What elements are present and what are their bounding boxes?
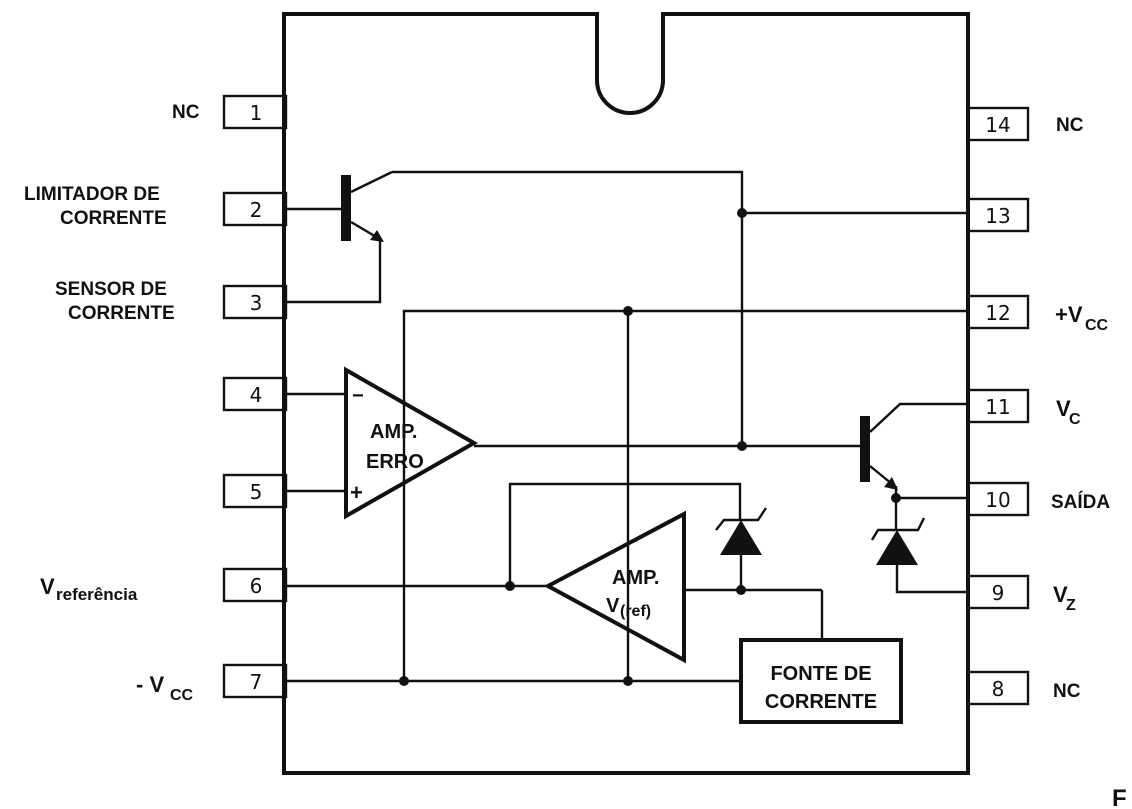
svg-text:+V: +V bbox=[1055, 302, 1083, 327]
svg-text:7: 7 bbox=[250, 670, 263, 694]
label-nc-pin14: NC bbox=[1056, 115, 1084, 136]
pin-11: 11 bbox=[966, 388, 1030, 424]
pin-12: 12 bbox=[966, 294, 1030, 330]
label-vreferencia: V referência bbox=[40, 574, 138, 604]
svg-text:(ref): (ref) bbox=[620, 603, 651, 620]
svg-text:1: 1 bbox=[250, 101, 263, 125]
svg-text:Z: Z bbox=[1066, 597, 1076, 614]
ic-package-outline bbox=[282, 12, 970, 775]
svg-text:6: 6 bbox=[250, 574, 263, 598]
label-sensor-line2: CORRENTE bbox=[68, 303, 175, 324]
error-amplifier: AMP. ERRO − + bbox=[344, 366, 479, 520]
pin-1: 1 bbox=[222, 94, 288, 130]
current-limit-transistor bbox=[341, 170, 393, 242]
label-vc: V C bbox=[1056, 396, 1081, 428]
svg-text:AMP.: AMP. bbox=[612, 567, 659, 589]
svg-text:referência: referência bbox=[56, 585, 138, 604]
svg-text:V: V bbox=[606, 595, 620, 617]
label-plus-vcc: +V CC bbox=[1055, 302, 1109, 334]
svg-text:V: V bbox=[40, 574, 55, 599]
svg-text:12: 12 bbox=[985, 301, 1010, 325]
pin-13: 13 bbox=[966, 197, 1030, 233]
label-nc-pin1: NC bbox=[172, 102, 200, 123]
svg-text:10: 10 bbox=[985, 488, 1010, 512]
svg-text:CC: CC bbox=[170, 687, 194, 704]
svg-text:C: C bbox=[1069, 411, 1081, 428]
svg-text:2: 2 bbox=[250, 198, 263, 222]
output-transistor bbox=[860, 402, 968, 490]
label-saida: SAÍDA bbox=[1051, 491, 1110, 513]
svg-text:9: 9 bbox=[992, 581, 1005, 605]
svg-text:11: 11 bbox=[985, 395, 1010, 419]
pin-10: 10 bbox=[966, 481, 1030, 517]
svg-text:CORRENTE: CORRENTE bbox=[765, 691, 877, 713]
label-limitador-line1: LIMITADOR DE bbox=[24, 184, 160, 205]
current-source-block: FONTE DE CORRENTE bbox=[739, 638, 903, 724]
svg-text:CC: CC bbox=[1085, 317, 1109, 334]
svg-text:ERRO: ERRO bbox=[366, 451, 424, 473]
pin-3: 3 bbox=[222, 284, 288, 320]
reference-zener bbox=[508, 482, 767, 590]
svg-text:5: 5 bbox=[250, 480, 263, 504]
label-nc-pin8: NC bbox=[1053, 681, 1081, 702]
svg-text:V: V bbox=[1056, 396, 1071, 421]
svg-text:+: + bbox=[350, 480, 363, 505]
pin-14: 14 bbox=[966, 106, 1030, 142]
svg-text:14: 14 bbox=[985, 113, 1010, 137]
label-vz: V Z bbox=[1053, 582, 1076, 614]
pin-8: 8 bbox=[966, 670, 1030, 706]
svg-text:8: 8 bbox=[992, 677, 1005, 701]
svg-text:4: 4 bbox=[250, 383, 263, 407]
pin-6: 6 bbox=[222, 567, 288, 603]
label-limitador-line2: CORRENTE bbox=[60, 208, 167, 229]
svg-text:FONTE DE: FONTE DE bbox=[770, 663, 871, 685]
pin-4: 4 bbox=[222, 376, 288, 412]
svg-text:- V: - V bbox=[136, 672, 164, 697]
pin-2: 2 bbox=[222, 191, 288, 227]
svg-text:V: V bbox=[1053, 582, 1068, 607]
corner-mark: F bbox=[1112, 785, 1127, 809]
reference-amplifier: AMP. V (ref) bbox=[543, 510, 686, 664]
svg-text:13: 13 bbox=[985, 204, 1010, 228]
label-minus-vcc: - V CC bbox=[136, 672, 194, 704]
label-sensor-line1: SENSOR DE bbox=[55, 279, 167, 300]
svg-text:AMP.: AMP. bbox=[370, 421, 417, 443]
svg-text:−: − bbox=[352, 385, 364, 407]
pin-5: 5 bbox=[222, 473, 288, 509]
pin-9: 9 bbox=[966, 574, 1030, 610]
svg-text:3: 3 bbox=[250, 291, 263, 315]
pin-7: 7 bbox=[222, 663, 288, 699]
output-zener bbox=[870, 498, 968, 594]
